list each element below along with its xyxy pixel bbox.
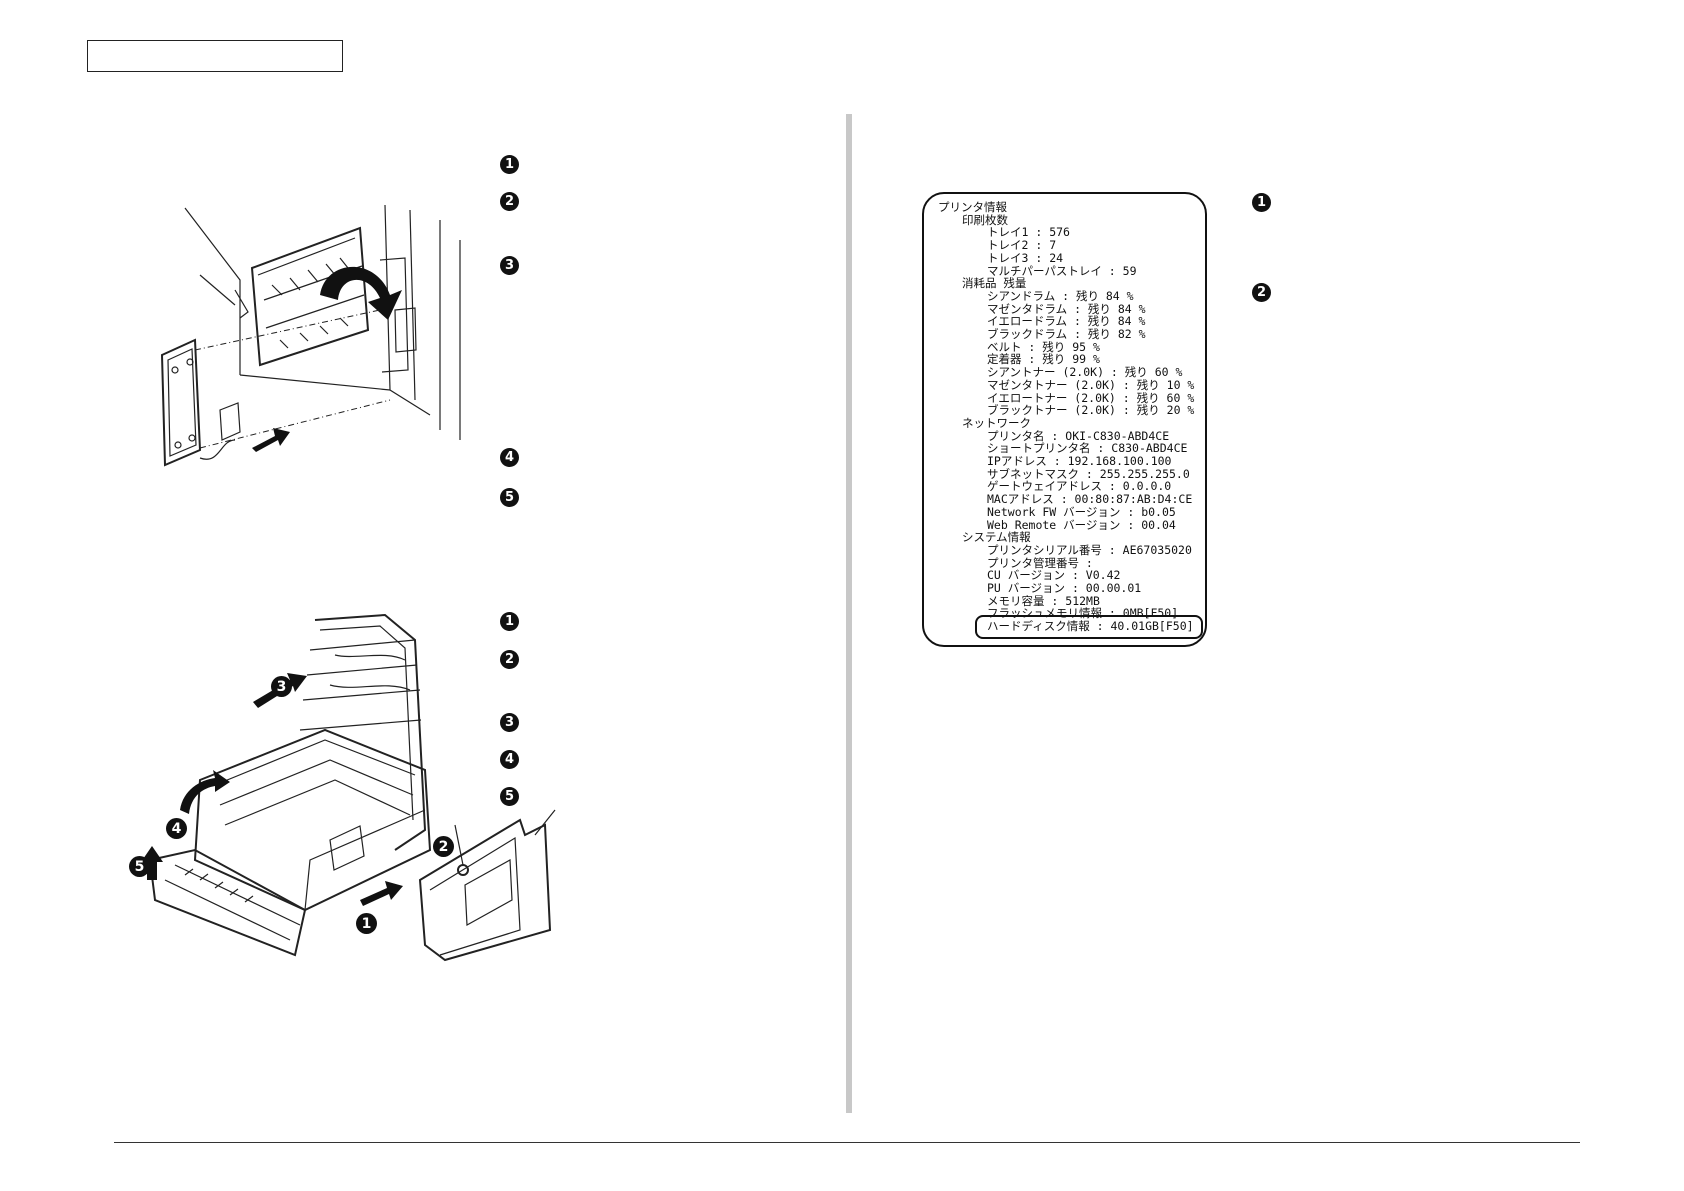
step-badge-1b: 1 (500, 612, 519, 631)
printer-info-line: マゼンタトナー (2.0K) : 残り 10 % (987, 377, 1195, 392)
step-badge-3b: 3 (500, 713, 519, 732)
footer-rule (114, 1142, 1580, 1143)
figure-callout-3: 3 (271, 676, 292, 697)
step-badge-4: 4 (500, 448, 519, 467)
printer-info-line: ゲートウェイアドレス : 0.0.0.0 (987, 479, 1172, 494)
figure-callout-5: 5 (129, 856, 150, 877)
figure-callout-4: 4 (166, 818, 187, 839)
printer-info-line: 印刷枚数 (962, 212, 1008, 227)
printer-info-line: 定着器 : 残り 99 % (987, 352, 1100, 367)
hard-disk-highlight (975, 615, 1203, 639)
header-box (87, 40, 343, 72)
step-badge-1: 1 (500, 155, 519, 174)
printer-info-line: Network FW バージョン : b0.05 (987, 504, 1176, 519)
printer-info-line: シアンドラム : 残り 84 % (987, 288, 1134, 303)
printer-info-line: IPアドレス : 192.168.100.100 (987, 454, 1172, 468)
printer-info-line: マゼンタドラム : 残り 84 % (987, 301, 1146, 316)
column-divider (846, 114, 852, 1113)
printer-info-line: PU バージョン : 00.00.01 (987, 581, 1142, 595)
right-step-badge-2: 2 (1252, 283, 1271, 302)
printer-info-line: トレイ1 : 576 (987, 225, 1070, 240)
printer-info-line: プリンタ情報 (938, 200, 1007, 214)
printer-info-line: トレイ2 : 7 (987, 238, 1057, 253)
printer-info-line: マルチパーパストレイ : 59 (987, 263, 1137, 278)
printer-info-line: MACアドレス : 00:80:87:AB:D4:CE (987, 492, 1193, 507)
right-step-badge-1: 1 (1252, 193, 1271, 212)
printer-info-line: イエロードラム : 残り 84 % (987, 314, 1146, 329)
printer-info-line: ベルト : 残り 95 % (987, 339, 1100, 354)
printer-info-line: ブラックトナー (2.0K) : 残り 20 % (987, 403, 1195, 418)
step-badge-4b: 4 (500, 750, 519, 769)
step-badge-5: 5 (500, 488, 519, 507)
printer-info-line: サブネットマスク : 255.255.255.0 (987, 466, 1190, 481)
printer-info-line: ブラックドラム : 残り 82 % (987, 327, 1146, 341)
printer-info-line: ハードディスク情報 : 40.01GB[F50] (987, 619, 1194, 634)
printer-info-line: ネットワーク (962, 415, 1031, 430)
step-badge-5b: 5 (500, 787, 519, 806)
printer-open-illustration (141, 613, 556, 962)
printer-info-line: プリンタシリアル番号 : AE67035020 (987, 542, 1192, 557)
printer-info-line: システム情報 (962, 530, 1031, 545)
printer-info-line: プリンタ名 : OKI-C830-ABD4CE (987, 428, 1170, 443)
board-install-illustration (160, 204, 461, 467)
step-badge-3: 3 (500, 256, 519, 275)
printer-info-line: Web Remote バージョン : 00.04 (987, 517, 1176, 532)
figure-callout-1: 1 (356, 913, 377, 934)
step-badge-2: 2 (500, 192, 519, 211)
step-badge-2b: 2 (500, 650, 519, 669)
printer-info-line: 消耗品 残量 (962, 276, 1027, 291)
printer-info-line: トレイ3 : 24 (987, 250, 1064, 265)
printer-info-line: ショートプリンタ名 : C830-ABD4CE (987, 441, 1188, 456)
printer-info-line: メモリ容量 : 512MB (987, 593, 1100, 608)
printer-info-line: CU バージョン : V0.42 (987, 568, 1121, 583)
printer-info-line: イエロートナー (2.0K) : 残り 60 % (987, 390, 1195, 405)
printer-info-line: シアントナー (2.0K) : 残り 60 % (987, 365, 1183, 380)
figure-callout-2: 2 (433, 836, 454, 857)
printer-info-line: プリンタ管理番号 : (987, 555, 1093, 570)
